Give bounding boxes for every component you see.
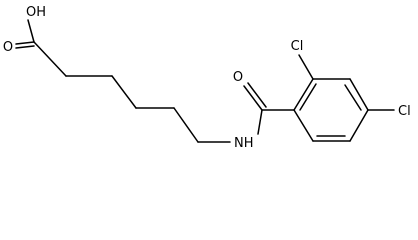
ring-bond-3 <box>349 78 369 111</box>
ring-bond-6 <box>293 109 314 142</box>
atom-label-chlorine-ortho: Cl <box>291 39 304 54</box>
bond-camide-o-double-a <box>243 85 263 111</box>
chemical-structure: OH O O NH Cl Cl <box>3 5 411 151</box>
bond-c1-o-double-a <box>15 41 35 45</box>
atom-label-amide-nitrogen: NH <box>234 136 254 151</box>
atom-label-hydroxyl: OH <box>26 5 46 20</box>
bond-c3-c4 <box>111 75 137 109</box>
atom-label-acid-oxygen: O <box>3 40 13 55</box>
bond-c1-oh <box>27 19 35 43</box>
bond-ring-cl-ortho <box>298 54 314 80</box>
structure-drawing: OH O O NH Cl Cl <box>3 5 411 151</box>
ring-inner-bond-1 <box>299 83 317 111</box>
bond-c1-c2 <box>33 41 67 77</box>
ring-inner-bond-2 <box>344 84 362 111</box>
bond-n-camide <box>257 109 263 135</box>
ring-bond-4 <box>349 109 369 142</box>
bond-c5-c6 <box>173 107 199 143</box>
atom-label-chlorine-para: Cl <box>398 104 411 119</box>
bond-c1-o-double-b <box>15 45 35 49</box>
ring-bond-1 <box>293 78 314 111</box>
bond-camide-o-double-b <box>247 82 267 108</box>
atom-label-amide-oxygen: O <box>233 70 243 85</box>
